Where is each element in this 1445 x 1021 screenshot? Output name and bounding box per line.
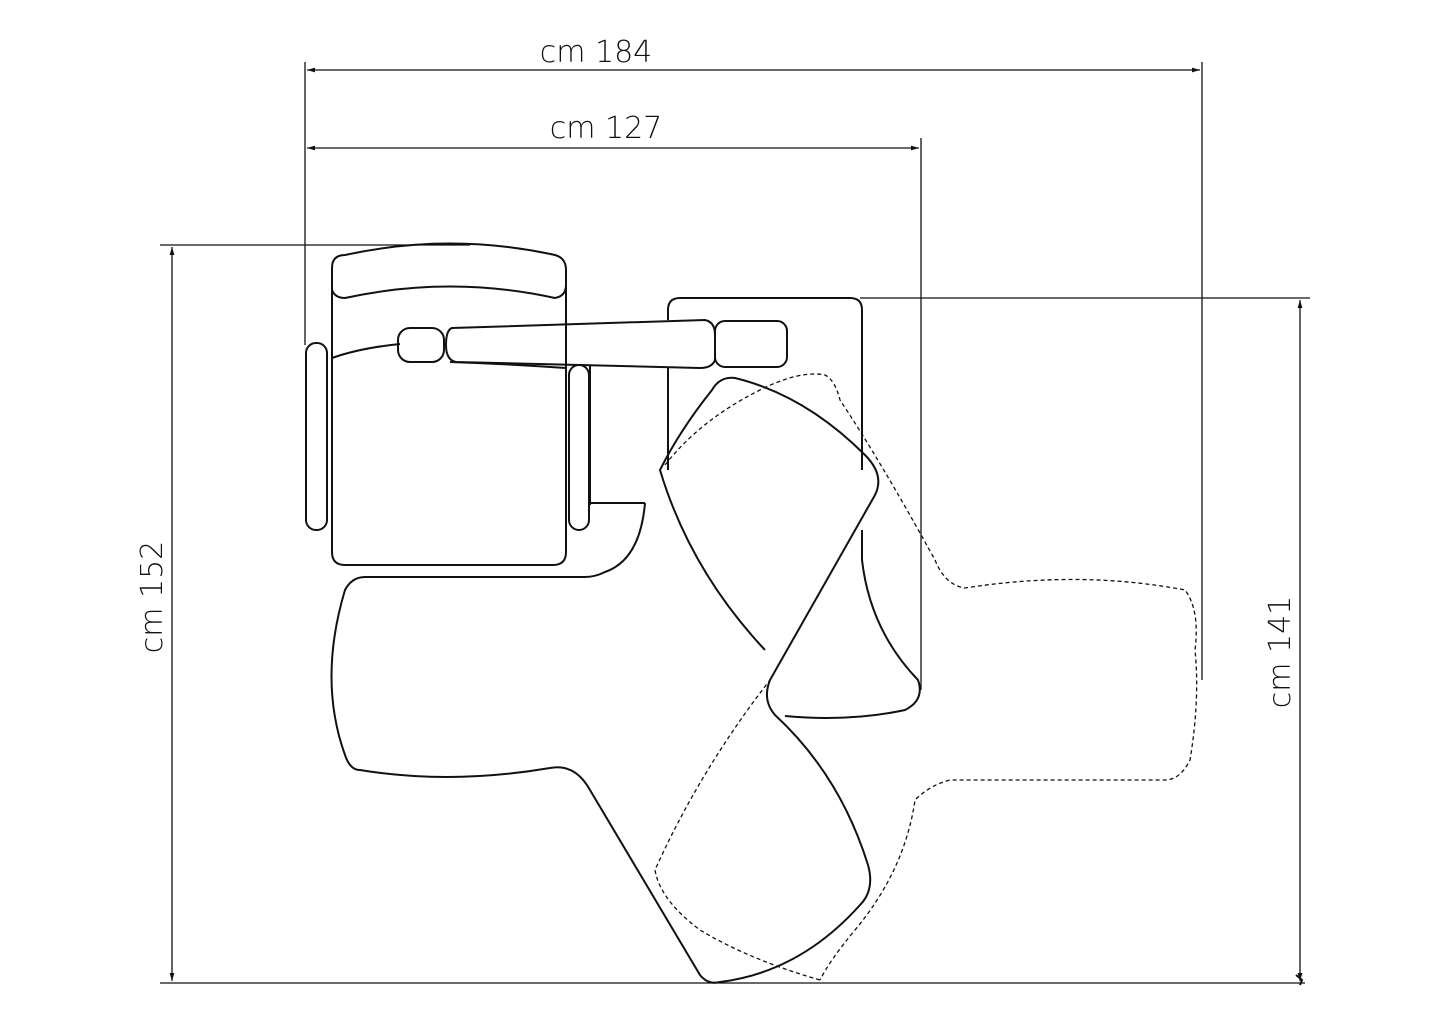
dimension-label-184: cm 184 (540, 35, 653, 70)
table-panel (667, 297, 921, 719)
dimension-right-depth: cm 141 (860, 297, 1310, 981)
control-arm (397, 318, 788, 370)
chair (305, 242, 645, 566)
rotating-seat (658, 376, 880, 681)
left-armrest (305, 342, 328, 531)
dimension-label-152: cm 152 (135, 541, 170, 654)
dimension-overall-depth: cm 152 (135, 244, 1305, 984)
right-armrest (568, 364, 590, 531)
base-footrest (330, 502, 872, 984)
dimension-overall-width: cm 184 (304, 35, 1203, 680)
alternate-position-outline (654, 373, 1198, 981)
dimension-label-141: cm 141 (1263, 596, 1298, 709)
dimension-inner-width: cm 127 (307, 111, 922, 690)
dimension-label-127: cm 127 (550, 111, 663, 146)
corner-mark (1295, 974, 1304, 986)
